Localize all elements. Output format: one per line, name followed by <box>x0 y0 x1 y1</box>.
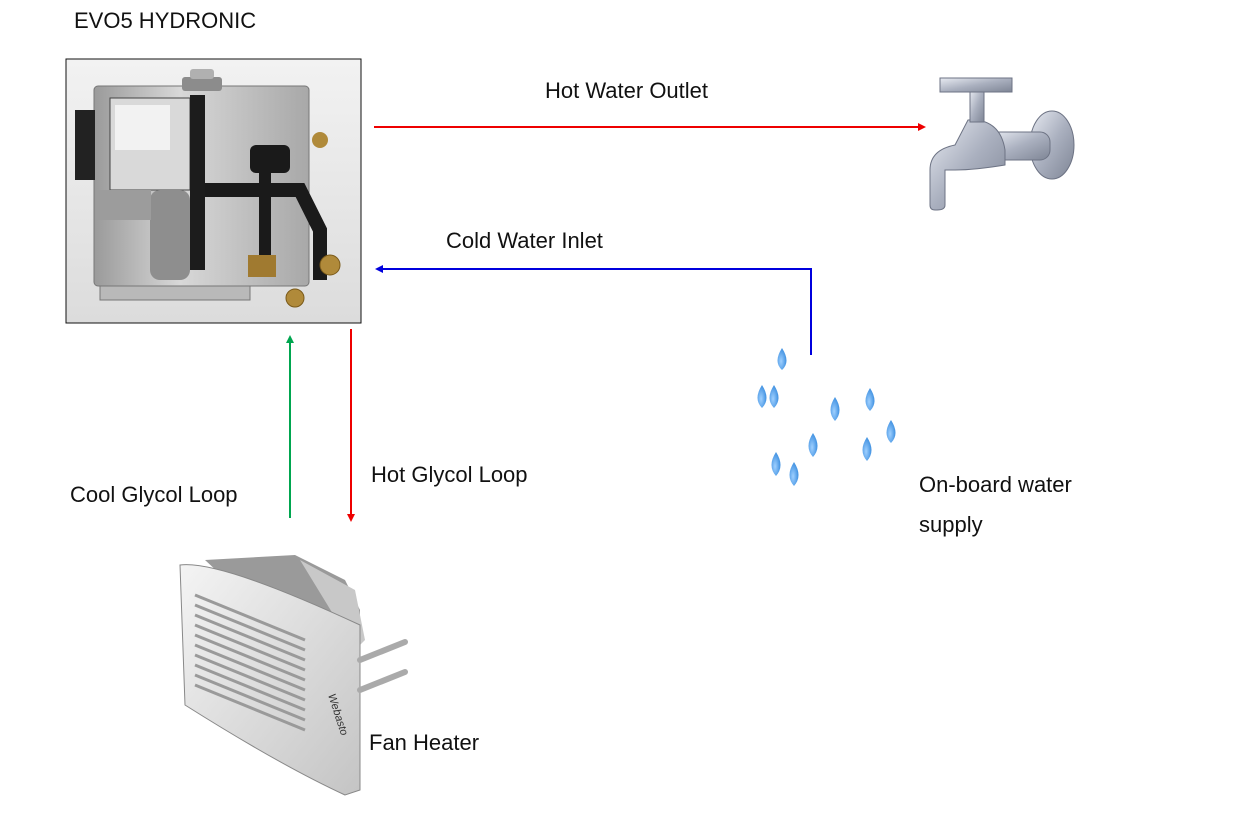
water-supply-label-line1: On-board water <box>919 472 1072 497</box>
fan-heater-label: Fan Heater <box>369 730 480 755</box>
water-tap-icon <box>929 77 1075 211</box>
hot-glycol-loop-label: Hot Glycol Loop <box>371 462 528 487</box>
cool-glycol-loop-label: Cool Glycol Loop <box>70 482 238 507</box>
hydronic-unit-title: EVO5 HYDRONIC <box>74 8 257 33</box>
hydronic-unit-photo <box>65 58 362 324</box>
cold-water-inlet-label: Cold Water Inlet <box>446 228 603 253</box>
water-supply-label-line2: supply <box>919 512 983 537</box>
cold-water-inlet-arrow <box>375 265 812 355</box>
hot-water-outlet-label: Hot Water Outlet <box>545 78 709 103</box>
fan-heater-photo: Webasto <box>179 555 408 796</box>
water-drops-icon <box>757 348 896 486</box>
